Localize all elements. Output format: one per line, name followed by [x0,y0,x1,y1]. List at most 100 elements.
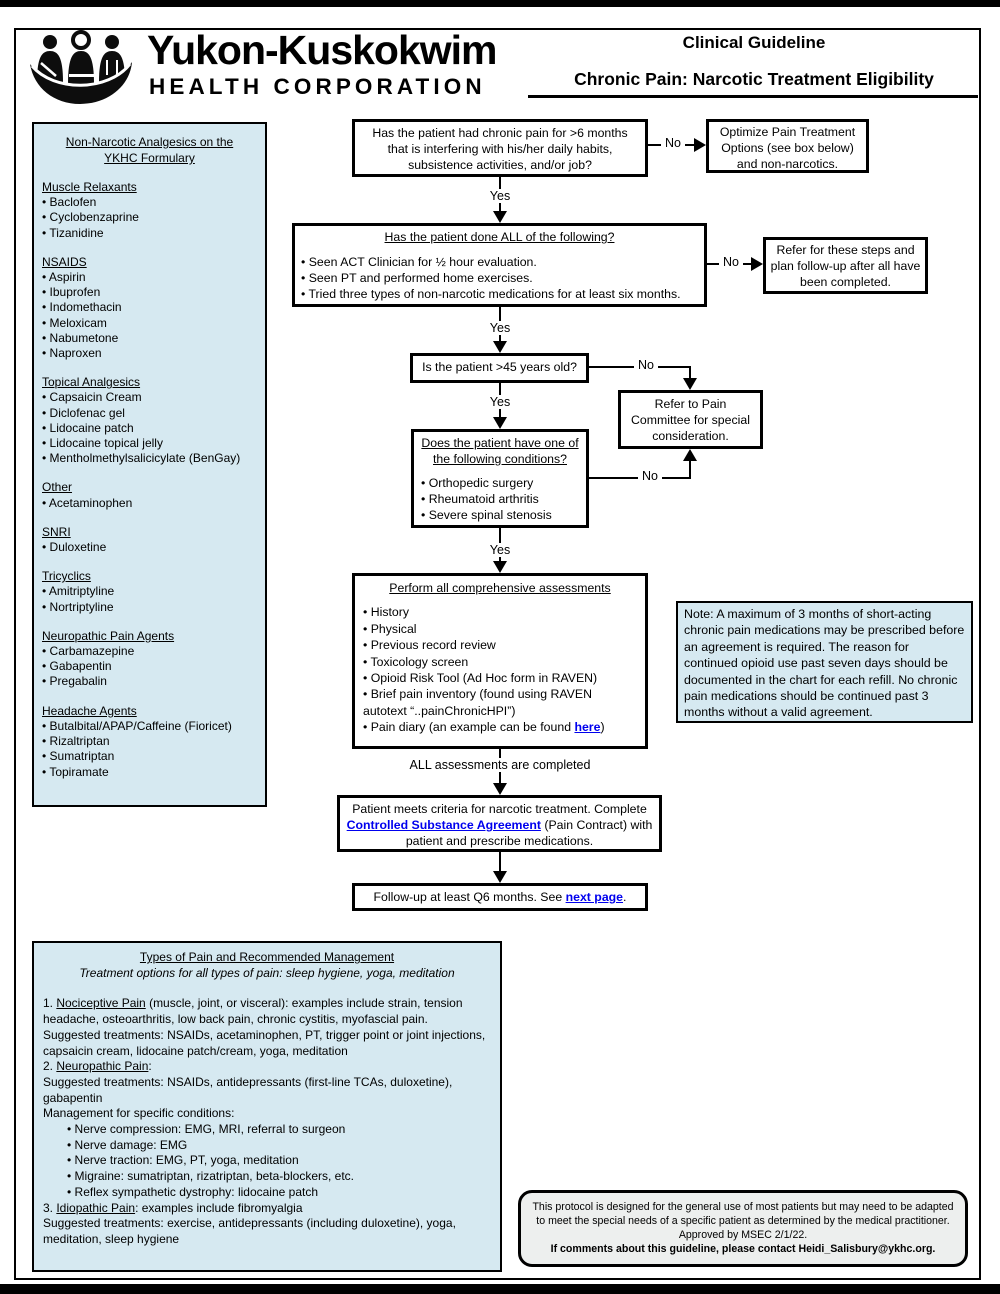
flow-condition-item: Orthopedic surgery [421,475,579,491]
connector-followup [499,852,501,872]
formulary-section-heading: Neuropathic Pain Agents [42,628,175,643]
connector-no-3-drop [689,366,691,380]
flow-q-conditions: Does the patient have one of the followi… [411,429,589,528]
formulary-item: Baclofen [42,195,257,210]
criteria-text: Patient meets criteria for narcotic trea… [352,802,647,816]
neuropathic-treatments: Suggested treatments: NSAIDs, antidepres… [43,1074,453,1105]
formulary-item: Diclofenac gel [42,406,257,421]
formulary-section-heading: Muscle Relaxants [42,180,137,194]
formulary-title-line2: YKHC Formulary [104,151,195,165]
idiopathic-pain-paragraph: 3. Idiopathic Pain: examples include fib… [43,1201,491,1217]
nociceptive-pain-paragraph: 1. Nociceptive Pain (muscle, joint, or v… [43,996,491,1027]
arrowhead-down [493,211,507,223]
assessment-item: Brief pain inventory (found using RAVEN … [363,686,637,719]
controlled-substance-agreement-link[interactable]: Controlled Substance Agreement [346,818,541,832]
arrowhead-down [493,561,507,573]
flow-q-conditions-title-text: Does the patient have one of the followi… [421,436,579,466]
no-label: No [634,358,658,372]
formulary-item: Ibuprofen [42,285,257,300]
management-heading: Management for specific conditions: [43,1106,235,1121]
title-underline-rule [528,95,978,98]
criteria-text-end: (Pain Contract) with patient and prescri… [405,818,653,848]
arrowhead-right [751,257,763,271]
formulary-section-heading: Headache Agents [42,703,137,718]
management-item: Migraine: sumatriptan, rizatriptan, beta… [67,1169,491,1185]
formulary-section-snri: SNRI Duloxetine [42,525,257,555]
formulary-item: Mentholmethylsalicicylate (BenGay) [42,451,257,466]
disclaimer-text: This protocol is designed for the genera… [532,1201,954,1227]
nociceptive-pain-text: (muscle, joint, or visceral): examples i… [43,996,463,1027]
formulary-item: Indomethacin [42,300,257,315]
item-number: 2. [43,1059,57,1074]
flow-q-chronic-pain: Has the patient had chronic pain for >6 … [352,119,648,177]
formulary-item: Topiramate [42,765,257,780]
flow-q-done-all: Has the patient done ALL of the followin… [292,223,707,307]
management-item: Nerve damage: EMG [67,1138,491,1154]
formulary-item: Pregabalin [42,674,257,689]
formulary-item: Carbamazepine [42,644,257,659]
assessment-item: Previous record review [363,637,637,653]
assessment-item: Opioid Risk Tool (Ad Hoc form in RAVEN) [363,670,637,686]
no-label: No [661,136,685,150]
flow-pain-committee: Refer to Pain Committee for special cons… [618,390,763,449]
flow-assessments: Perform all comprehensive assessments Hi… [352,573,648,749]
formulary-section-heading: Tricyclics [42,569,91,584]
arrowhead-down [493,783,507,795]
all-assessments-completed-label: ALL assessments are completed [405,758,595,772]
formulary-item: Lidocaine topical jelly [42,436,257,451]
formulary-section-other: Other Acetaminophen [42,480,257,510]
next-page-link[interactable]: next page [565,890,624,904]
no-label: No [719,255,743,269]
assessment-item-pain-diary: Pain diary (an example can be found here… [363,719,637,735]
formulary-section-neuropathic: Neuropathic Pain Agents Carbamazepine Ga… [42,629,257,690]
flow-q-age: Is the patient >45 years old? [410,353,589,383]
pain-types-panel: Types of Pain and Recommended Management… [32,941,502,1272]
arrowhead-down [493,341,507,353]
item-number: 1. [43,996,57,1011]
assessment-item: History [363,604,637,620]
org-name: Yukon-Kuskokwim [147,27,498,73]
yes-label: Yes [485,321,515,335]
arrowhead-up [683,449,697,461]
yes-label: Yes [485,189,515,203]
doc-title: Chronic Pain: Narcotic Treatment Eligibi… [574,69,934,89]
formulary-item: Gabapentin [42,659,257,674]
management-item: Reflex sympathetic dystrophy: lidocaine … [67,1185,491,1201]
assessment-item: Toxicology screen [363,654,637,670]
doc-type-heading: Clinical Guideline [682,33,826,52]
yes-label: Yes [485,395,515,409]
formulary-item: Rizaltriptan [42,734,257,749]
formulary-title-line1: Non-Narcotic Analgesics on the [65,135,234,149]
formulary-item: Sumatriptan [42,749,257,764]
idiopathic-pain-text: : examples include fibromyalgia [135,1200,303,1215]
formulary-item: Nabumetone [42,331,257,346]
note-panel: Note: A maximum of 3 months of short-act… [676,601,973,723]
assessment-item: Physical [363,621,637,637]
formulary-section-topical: Topical Analgesics Capsaicin Cream Diclo… [42,375,257,466]
nociceptive-pain-label: Nociceptive Pain [56,996,146,1011]
screen-edge-top [0,0,1000,7]
formulary-section-tricyclics: Tricyclics Amitriptyline Nortriptyline [42,569,257,615]
pain-diary-here-link[interactable]: here [574,720,601,735]
flow-q-done-all-title: Has the patient done ALL of the followin… [301,229,698,245]
formulary-item: Tizanidine [42,226,257,241]
org-subname: HEALTH CORPORATION [149,74,486,99]
screen-edge-bottom [0,1284,1000,1294]
arrowhead-down [683,378,697,390]
flow-q-done-all-item: Seen ACT Clinician for ½ hour evaluation… [301,254,698,270]
pain-diary-text-end: ) [600,720,605,735]
formulary-item: Meloxicam [42,316,257,331]
formulary-section-nsaids: NSAIDS Aspirin Ibuprofen Indomethacin Me… [42,255,257,361]
formulary-section-heading: Topical Analgesics [42,375,141,390]
flow-assessments-title-text: Perform all comprehensive assessments [389,581,611,595]
yes-label: Yes [485,543,515,557]
page-border-frame [14,28,981,1280]
management-item: Nerve compression: EMG, MRI, referral to… [67,1122,491,1138]
followup-text: Follow-up at least Q6 months. See [373,890,566,904]
ykhc-logo-icon [30,30,132,104]
formulary-item: Cyclobenzaprine [42,210,257,225]
flow-assessments-title: Perform all comprehensive assessments [363,580,637,596]
formulary-item: Lidocaine patch [42,421,257,436]
